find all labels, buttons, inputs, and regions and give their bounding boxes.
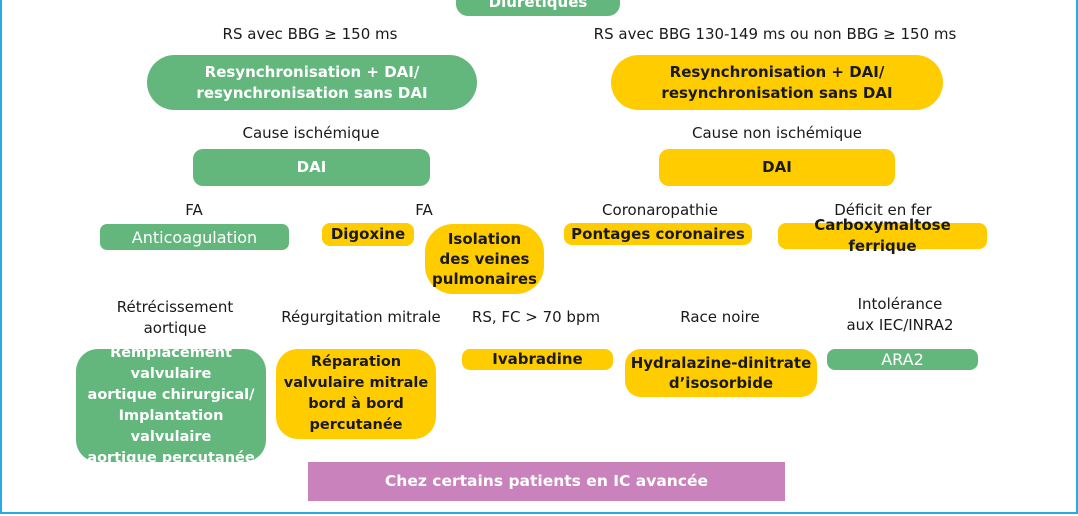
dai-box-right: DAI xyxy=(659,149,895,186)
condition-deficit-fer: Déficit en fer xyxy=(834,201,932,219)
anticoagulation-box: Anticoagulation xyxy=(100,224,289,250)
condition-intolerance: Intolérance aux IEC/INRA2 xyxy=(846,295,954,334)
condition-cause-ischemique: Cause ischémique xyxy=(242,124,380,142)
digoxine-box: Digoxine xyxy=(322,223,414,246)
condition-regurgitation: Régurgitation mitrale xyxy=(281,308,441,326)
ivabradine-box: Ivabradine xyxy=(462,349,613,370)
diuretiques-box: Diurétiques xyxy=(456,0,620,16)
condition-retrecissement: Rétrécissement aortique xyxy=(116,298,234,337)
dai-box-left: DAI xyxy=(193,149,430,186)
carboxymaltose-box: Carboxymaltose ferrique xyxy=(778,216,987,255)
remplacement-valvulaire-box: Remplacement valvulaire aortique chirurg… xyxy=(76,345,266,466)
condition-fa-1: FA xyxy=(185,201,203,219)
condition-rs-bbg-150: RS avec BBG ≥ 150 ms xyxy=(222,25,398,43)
isolation-veines-box: Isolation des veines pulmonaires xyxy=(425,224,544,294)
ic-avancee-box: Chez certains patients en IC avancée xyxy=(308,462,785,501)
condition-rs-bbg-130-149: RS avec BBG 130-149 ms ou non BBG ≥ 150 … xyxy=(593,25,957,43)
condition-rs-fc: RS, FC > 70 bpm xyxy=(471,308,601,326)
condition-fa-2: FA xyxy=(415,201,433,219)
condition-cause-non-ischemique: Cause non ischémique xyxy=(692,124,862,142)
condition-race-noire: Race noire xyxy=(680,308,760,326)
hydralazine-box: Hydralazine-dinitrate d’isosorbide xyxy=(625,349,817,397)
resynchronisation-box-left: Resynchronisation + DAI/ resynchronisati… xyxy=(147,55,477,110)
resynchronisation-box-right: Resynchronisation + DAI/ resynchronisati… xyxy=(611,55,943,110)
pontages-box: Pontages coronaires xyxy=(564,223,752,245)
reparation-mitrale-box: Réparation valvulaire mitrale bord à bor… xyxy=(276,349,436,439)
ara2-box: ARA2 xyxy=(827,349,978,370)
condition-coronaropathie: Coronaropathie xyxy=(602,201,718,219)
